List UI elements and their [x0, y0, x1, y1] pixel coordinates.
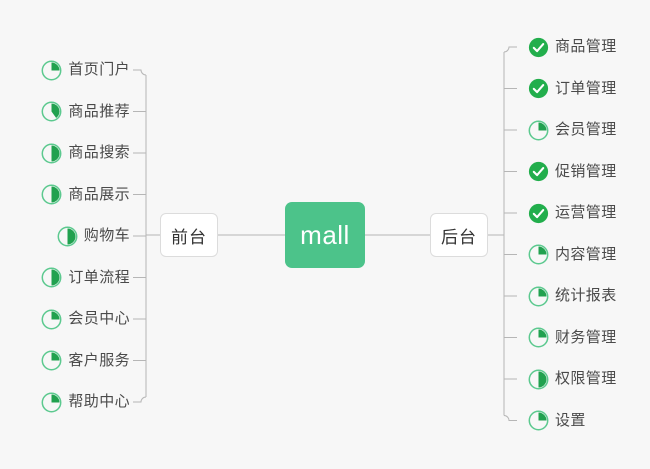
- backend-leaf-label: 会员管理: [555, 121, 617, 138]
- branch-node-frontend[interactable]: 前台: [160, 213, 218, 257]
- backend-leaf-item[interactable]: 订单管理: [528, 76, 617, 102]
- frontend-leaf-item[interactable]: 购物车: [57, 223, 130, 249]
- frontend-leaf-item[interactable]: 订单流程: [41, 265, 130, 291]
- branch-node-backend-label: 后台: [441, 227, 477, 247]
- frontend-leaf-label: 订单流程: [68, 268, 130, 286]
- branch-node-backend[interactable]: 后台: [430, 213, 488, 257]
- backend-leaf-item[interactable]: 内容管理: [528, 242, 617, 268]
- backend-leaf-item[interactable]: 商品管理: [528, 34, 617, 60]
- frontend-leaf-label: 购物车: [83, 227, 130, 244]
- frontend-leaf-label: 客户服务: [68, 351, 130, 369]
- backend-leaf-label: 内容管理: [555, 245, 617, 263]
- frontend-leaf-item[interactable]: 商品推荐: [41, 99, 130, 125]
- root-node-mall[interactable]: mall: [285, 202, 365, 268]
- pie-icon: [41, 267, 62, 288]
- check-circle-icon: [528, 161, 549, 182]
- backend-leaf-item[interactable]: 促销管理: [528, 159, 617, 185]
- pie-icon: [41, 143, 62, 164]
- backend-leaf-item[interactable]: 统计报表: [528, 283, 617, 309]
- backend-leaf-label: 运营管理: [555, 204, 617, 221]
- frontend-leaf-item[interactable]: 帮助中心: [41, 389, 130, 415]
- backend-leaf-label: 设置: [555, 411, 586, 429]
- pie-icon: [41, 392, 62, 413]
- pie-icon: [528, 369, 549, 390]
- backend-leaf-label: 财务管理: [555, 328, 617, 346]
- frontend-leaf-label: 商品展示: [68, 185, 130, 203]
- pie-icon: [41, 101, 62, 122]
- pie-icon: [57, 226, 78, 247]
- frontend-leaf-item[interactable]: 首页门户: [41, 57, 130, 83]
- pie-icon: [528, 410, 549, 431]
- pie-icon: [41, 350, 62, 371]
- pie-icon: [41, 309, 62, 330]
- frontend-leaf-item[interactable]: 商品展示: [41, 182, 130, 208]
- backend-leaf-item[interactable]: 财务管理: [528, 325, 617, 351]
- pie-icon: [528, 286, 549, 307]
- backend-leaf-item[interactable]: 会员管理: [528, 117, 617, 143]
- check-circle-icon: [528, 78, 549, 99]
- frontend-leaf-item[interactable]: 商品搜索: [41, 140, 130, 166]
- pie-icon: [528, 120, 549, 141]
- pie-icon: [41, 184, 62, 205]
- check-circle-icon: [528, 37, 549, 58]
- frontend-leaf-label: 会员中心: [68, 310, 130, 327]
- branch-node-frontend-label: 前台: [171, 227, 207, 247]
- frontend-leaf-label: 帮助中心: [68, 393, 130, 410]
- backend-leaf-label: 订单管理: [555, 79, 617, 97]
- backend-leaf-item[interactable]: 运营管理: [528, 200, 617, 226]
- frontend-leaf-label: 首页门户: [68, 61, 130, 78]
- backend-leaf-item[interactable]: 设置: [528, 408, 586, 434]
- backend-leaf-label: 权限管理: [555, 370, 617, 387]
- frontend-leaf-label: 商品推荐: [68, 102, 130, 120]
- frontend-leaf-item[interactable]: 客户服务: [41, 348, 130, 374]
- root-node-label: mall: [300, 219, 350, 250]
- backend-leaf-label: 统计报表: [555, 287, 617, 304]
- pie-icon: [41, 60, 62, 81]
- backend-leaf-label: 商品管理: [555, 38, 617, 55]
- backend-leaf-item[interactable]: 权限管理: [528, 366, 617, 392]
- check-circle-icon: [528, 203, 549, 224]
- pie-icon: [528, 327, 549, 348]
- frontend-leaf-label: 商品搜索: [68, 144, 130, 161]
- frontend-leaf-item[interactable]: 会员中心: [41, 306, 130, 332]
- pie-icon: [528, 244, 549, 265]
- backend-leaf-label: 促销管理: [555, 162, 617, 180]
